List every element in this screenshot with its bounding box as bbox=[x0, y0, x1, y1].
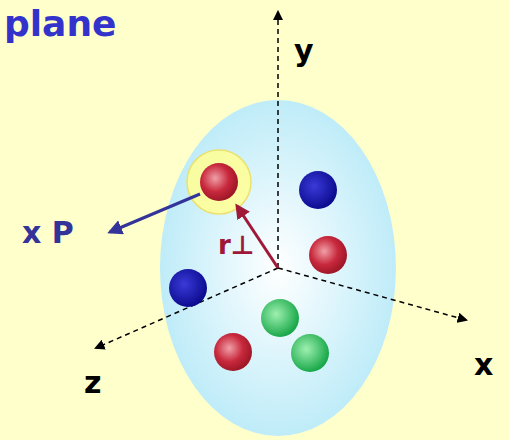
y-axis bbox=[277, 12, 279, 268]
blue-quark bbox=[299, 171, 337, 209]
blue-quark bbox=[169, 269, 207, 307]
z-axis bbox=[96, 268, 278, 348]
quark-halo bbox=[187, 150, 251, 214]
axis-label: z bbox=[84, 368, 101, 398]
position-label: r⊥ bbox=[218, 232, 255, 258]
axis-label: x bbox=[474, 350, 493, 380]
red-quark bbox=[200, 163, 238, 201]
green-quark bbox=[261, 299, 299, 337]
red-quark bbox=[309, 236, 347, 274]
green-quark bbox=[291, 334, 329, 372]
x-axis bbox=[278, 268, 466, 320]
axis-label: y bbox=[294, 36, 314, 66]
momentum-label: x P bbox=[22, 218, 74, 248]
momentum-arrow bbox=[110, 194, 200, 232]
heading: plane bbox=[4, 6, 116, 42]
red-quark bbox=[214, 333, 252, 371]
